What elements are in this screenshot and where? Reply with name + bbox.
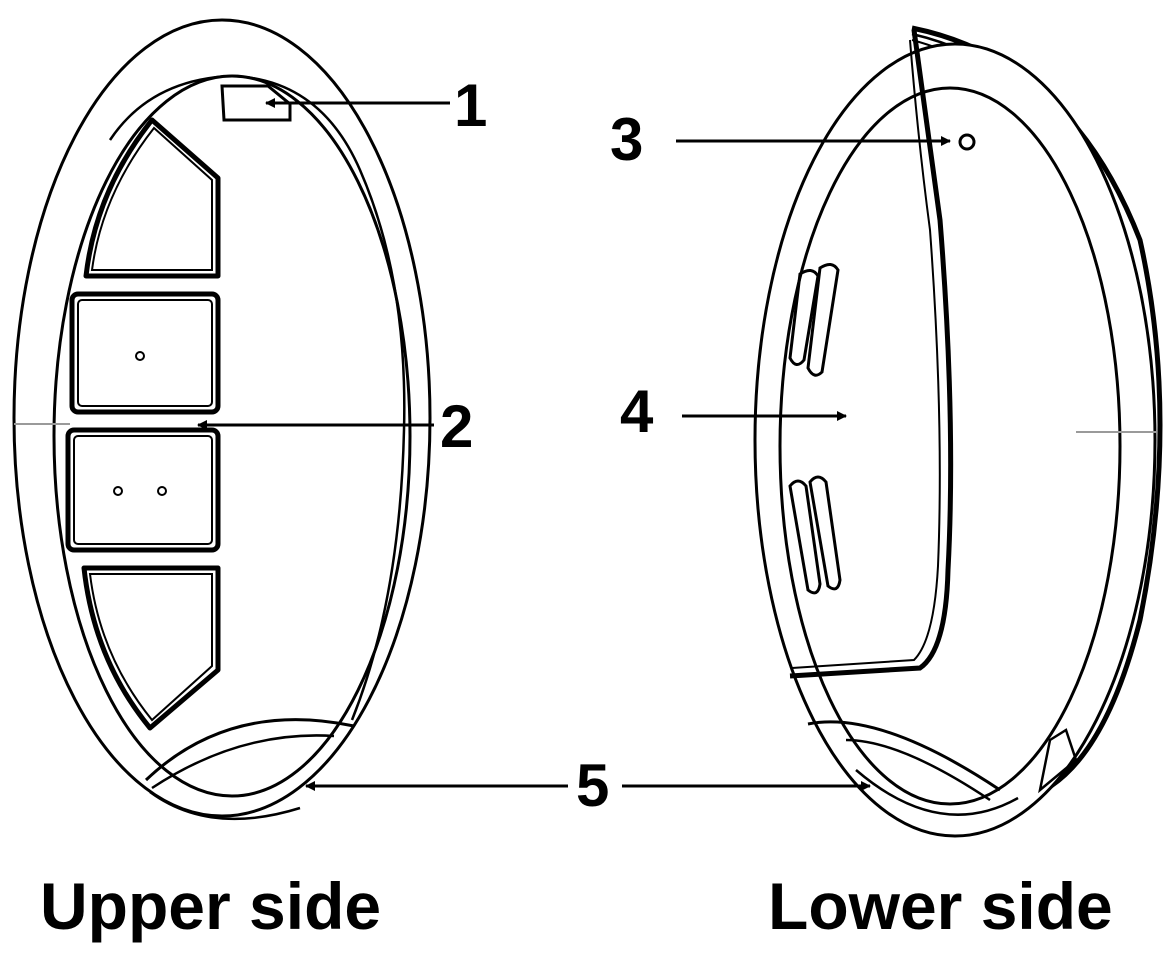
lower-side-remote: [753, 25, 1163, 838]
led-window: [220, 84, 292, 122]
callout-arrows: [197, 98, 951, 791]
button-c-dot-right: [157, 486, 167, 496]
upper-outer-shell: [12, 18, 432, 818]
lower-grip-slots: [788, 475, 842, 595]
button-b: [69, 291, 221, 415]
caption-upper-side: Upper side: [40, 869, 382, 943]
lower-inner-rim: [778, 86, 1122, 806]
callout-5: 5: [576, 752, 609, 819]
callout-2: 2: [440, 393, 473, 460]
button-b-dot: [135, 351, 145, 361]
button-d: [81, 565, 221, 731]
upper-side-remote: [12, 18, 432, 821]
screw-hole: [958, 133, 976, 151]
upper-face-outline: [108, 74, 406, 721]
callout-3: 3: [610, 106, 643, 173]
caption-lower-side: Lower side: [768, 869, 1113, 943]
upper-grip-slots: [788, 263, 840, 377]
upper-keyring-loop: [144, 718, 355, 782]
lower-keyring-loop: [807, 720, 1001, 792]
button-c: [65, 427, 221, 553]
battery-cover: [789, 29, 954, 679]
callout-1: 1: [454, 72, 487, 139]
lower-outer-shell: [753, 42, 1157, 838]
callout-4: 4: [620, 378, 654, 445]
button-c-dot-left: [113, 486, 123, 496]
button-a: [83, 117, 221, 279]
